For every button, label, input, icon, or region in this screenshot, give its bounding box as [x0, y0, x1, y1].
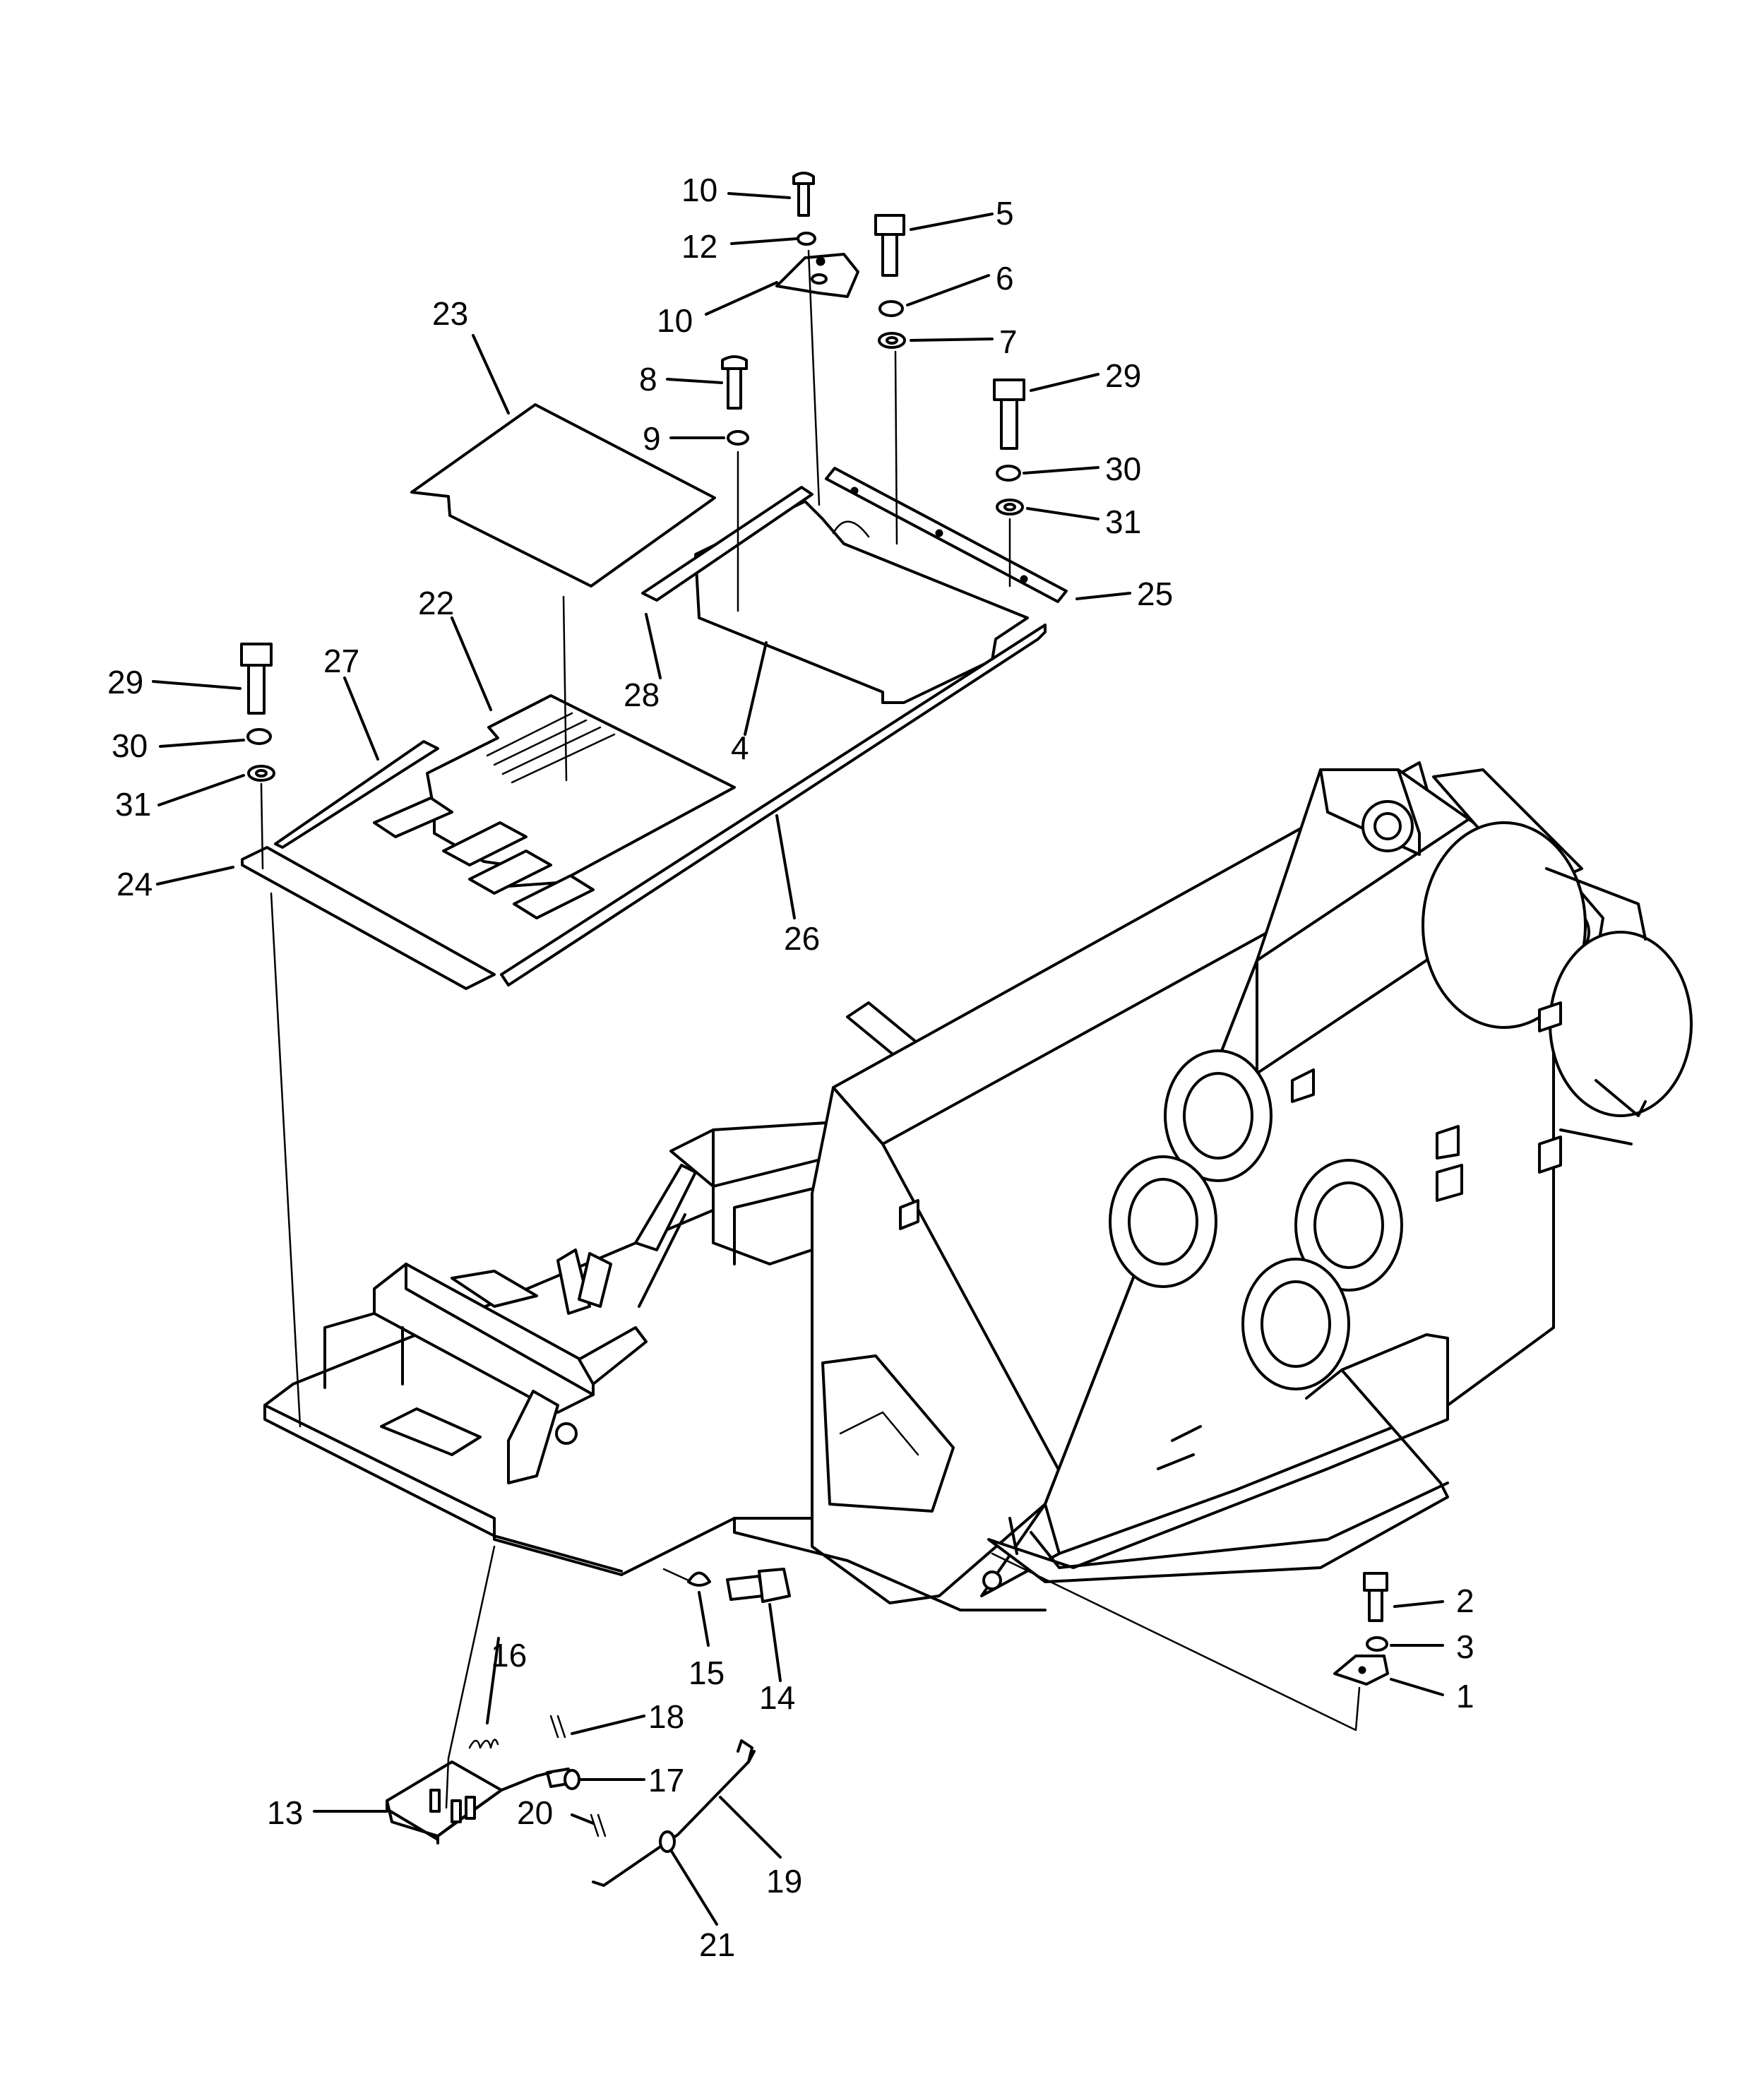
strip-27 — [274, 740, 439, 849]
strip-26 — [500, 624, 1047, 987]
callout-27: 27 — [323, 643, 359, 679]
leader-lines — [152, 192, 1444, 1926]
callout-28: 28 — [624, 677, 660, 713]
callout-26: 26 — [784, 920, 820, 957]
callout-8: 8 — [639, 361, 657, 398]
callout-18: 18 — [648, 1698, 684, 1735]
strip-24 — [241, 846, 496, 990]
callout-17: 17 — [648, 1762, 684, 1799]
callout-22: 22 — [418, 585, 454, 621]
floor-plate-4 — [694, 500, 1029, 704]
callout-14: 14 — [759, 1679, 795, 1716]
strip-28 — [641, 486, 814, 602]
floor-plates — [241, 403, 1068, 990]
assembly-center-lines — [260, 249, 1361, 1809]
callout-12: 12 — [681, 228, 717, 265]
callout-11: 10 — [681, 172, 717, 208]
callout-31-right: 31 — [1105, 503, 1141, 540]
callout-labels: 10 12 10 5 6 7 8 9 23 29 30 31 25 22 27 … — [107, 172, 1474, 1963]
main-frame — [263, 761, 1693, 1611]
callout-25: 25 — [1137, 576, 1173, 612]
callout-4: 4 — [731, 729, 749, 766]
callout-6: 6 — [996, 260, 1014, 297]
callout-20: 20 — [517, 1794, 553, 1831]
callout-19: 19 — [766, 1863, 802, 1900]
callout-1: 1 — [1456, 1678, 1474, 1715]
callout-29-left: 29 — [107, 664, 143, 701]
fasteners — [240, 172, 1389, 1887]
callout-5: 5 — [996, 195, 1014, 232]
callout-15: 15 — [689, 1655, 725, 1691]
callout-7: 7 — [999, 323, 1018, 360]
callout-16: 16 — [491, 1637, 527, 1674]
strip-25 — [825, 467, 1068, 603]
callout-13: 13 — [267, 1794, 303, 1831]
callout-21: 21 — [699, 1926, 735, 1963]
cover-plate-23 — [410, 403, 716, 588]
callout-24: 24 — [117, 866, 153, 902]
callout-31-left: 31 — [115, 786, 151, 823]
callout-30-left: 30 — [112, 727, 148, 764]
callout-10: 10 — [657, 302, 693, 339]
callout-9: 9 — [643, 420, 661, 457]
callout-2: 2 — [1456, 1583, 1474, 1619]
callout-30-right: 30 — [1105, 451, 1141, 487]
callout-3: 3 — [1456, 1628, 1474, 1665]
callout-23: 23 — [432, 295, 468, 332]
callout-29-right: 29 — [1105, 357, 1141, 394]
